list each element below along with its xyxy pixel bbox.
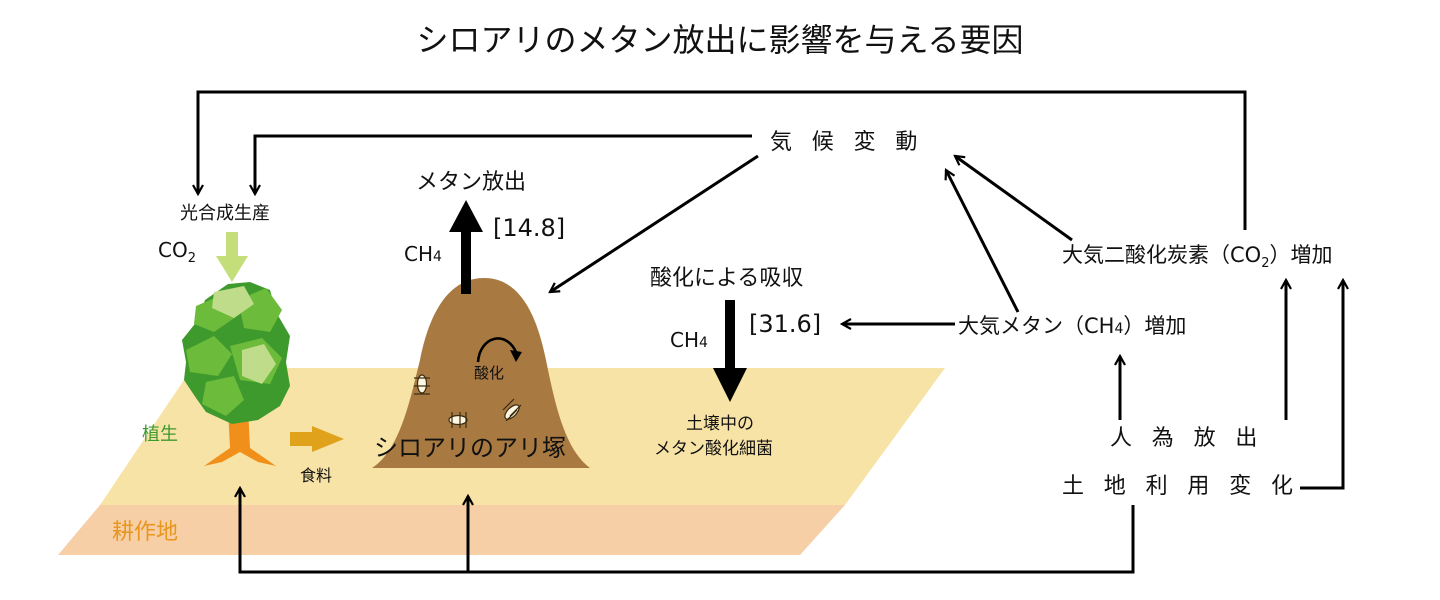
methane-emission-label: メタン放出	[416, 170, 527, 195]
arrow-climate-to-photosynthesis	[255, 134, 752, 194]
diagram-title: シロアリのメタン放出に影響を与える要因	[416, 21, 1024, 59]
emission-arrow	[449, 200, 483, 294]
vegetation-label: 植生	[142, 424, 178, 445]
arrow-landuse-to-vegetation	[240, 488, 1135, 574]
farmland-strip	[58, 505, 845, 555]
co2-input-label: CO2	[158, 238, 196, 266]
food-label: 食料	[300, 466, 333, 485]
climate-change-label: 気候変動	[770, 130, 938, 155]
mound-label: シロアリのアリ塚	[374, 434, 566, 462]
soil-bacteria-label-1: 土壌中の	[686, 414, 754, 434]
ch4-emission-label: CH4	[404, 242, 442, 266]
food-arrow	[290, 426, 344, 452]
arrow-ch4-to-climate	[946, 170, 1020, 313]
farmland-label: 耕作地	[112, 520, 179, 545]
anthropogenic-emission-label: 人為放出	[1110, 426, 1278, 451]
absorption-arrow	[713, 300, 747, 402]
oxidation-curve-arrow	[476, 337, 518, 363]
termite-mound	[372, 278, 590, 468]
land-use-change-label: 土地利用変化	[1062, 474, 1313, 499]
arrow-climate-to-mound	[550, 154, 759, 294]
absorption-label: 酸化による吸収	[650, 266, 804, 291]
arrow-co2-to-photosynthesis	[198, 90, 1247, 230]
oxidation-small-label: 酸化	[474, 364, 505, 382]
soil-bacteria-label-2: メタン酸化細菌	[654, 439, 773, 459]
emission-value: [14.8]	[493, 214, 566, 242]
tree-icon	[182, 282, 290, 466]
arrow-co2-to-climate	[955, 156, 1073, 242]
atmospheric-ch4-label: 大気メタン（CH4）増加	[958, 314, 1187, 338]
arrow-landuse-to-co2	[1300, 280, 1343, 490]
absorption-value: [31.6]	[749, 310, 822, 338]
photosynthesis-label: 光合成生産	[180, 203, 270, 224]
atmospheric-co2-label: 大気二酸化炭素（CO2）増加	[1062, 243, 1333, 272]
ch4-absorption-label: CH4	[670, 328, 708, 352]
co2-uptake-arrow	[216, 232, 248, 282]
connectors	[198, 90, 1343, 574]
termite-icon	[414, 374, 522, 428]
